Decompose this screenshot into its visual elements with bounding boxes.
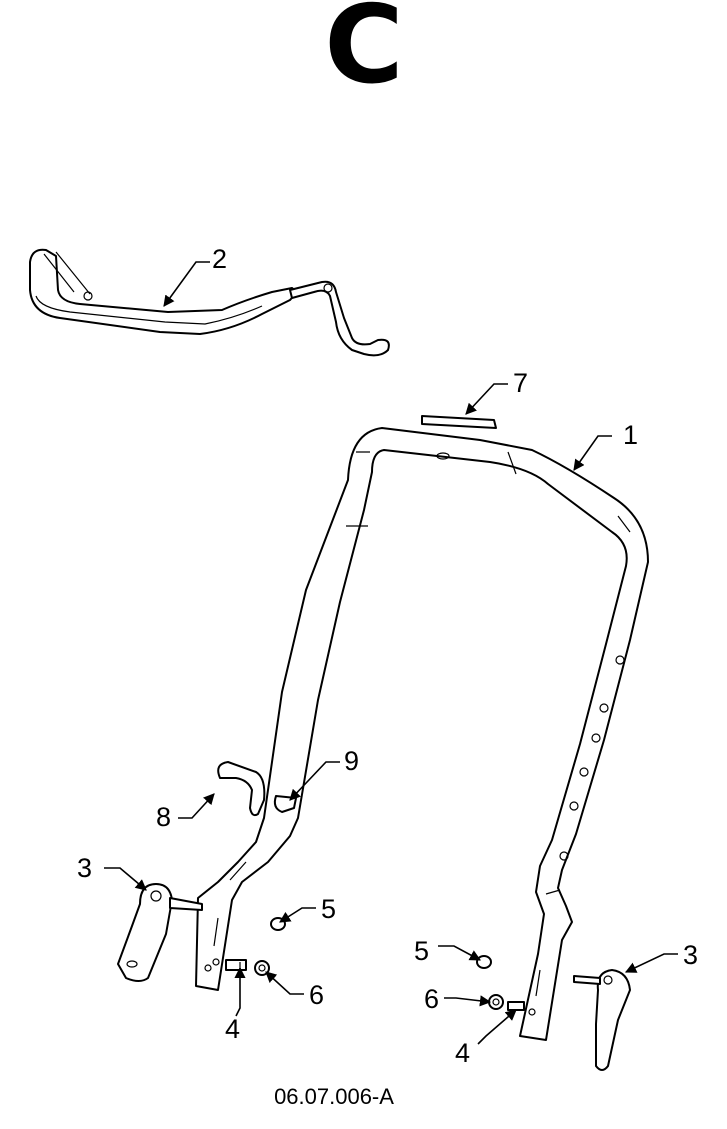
washer-right-part-6: [488, 994, 504, 1010]
callout-6-left: 6: [309, 980, 324, 1010]
callout-8: 8: [156, 802, 171, 832]
nut-right-part-5: [476, 955, 492, 969]
section-title-letter: C: [324, 0, 403, 108]
document-number: 06.07.006-A: [274, 1084, 394, 1109]
callout-3-right: 3: [683, 940, 698, 970]
leader-6-right: [444, 995, 492, 1007]
callout-6-right: 6: [424, 984, 439, 1014]
callout-5-right: 5: [414, 936, 429, 966]
leader-9: [289, 761, 340, 801]
upper-handle-part-2: [29, 248, 390, 357]
leader-5-left: [279, 907, 316, 923]
callout-1: 1: [623, 420, 638, 450]
leader-8: [178, 793, 215, 819]
leader-6-left: [265, 971, 304, 995]
callout-4-left: 4: [225, 1014, 240, 1044]
quick-release-lever-left-part-3: [117, 883, 203, 982]
grip-plate-part-7: [421, 415, 497, 429]
leader-lines: [104, 261, 678, 1045]
callout-7: 7: [513, 368, 528, 398]
leader-2: [163, 261, 210, 307]
bolt-right-part-4: [507, 1001, 525, 1011]
leader-4-right: [477, 1009, 517, 1045]
cable-loop-part-8: [217, 761, 266, 817]
leader-4-left: [234, 966, 246, 1017]
leader-5-right: [438, 945, 481, 961]
callout-2: 2: [212, 244, 227, 274]
leader-3-right: [624, 953, 678, 973]
callout-5-left: 5: [321, 894, 336, 924]
lower-handle-frame-part-1: [195, 427, 649, 1041]
leader-7: [465, 383, 508, 415]
leader-1: [573, 435, 612, 471]
callout-3-left: 3: [77, 853, 92, 883]
leader-3-left: [104, 867, 147, 891]
bolt-left-part-4: [225, 959, 247, 971]
quick-release-lever-right-part-3: [573, 969, 631, 1071]
callout-4-right: 4: [455, 1038, 470, 1068]
callout-9: 9: [344, 746, 359, 776]
